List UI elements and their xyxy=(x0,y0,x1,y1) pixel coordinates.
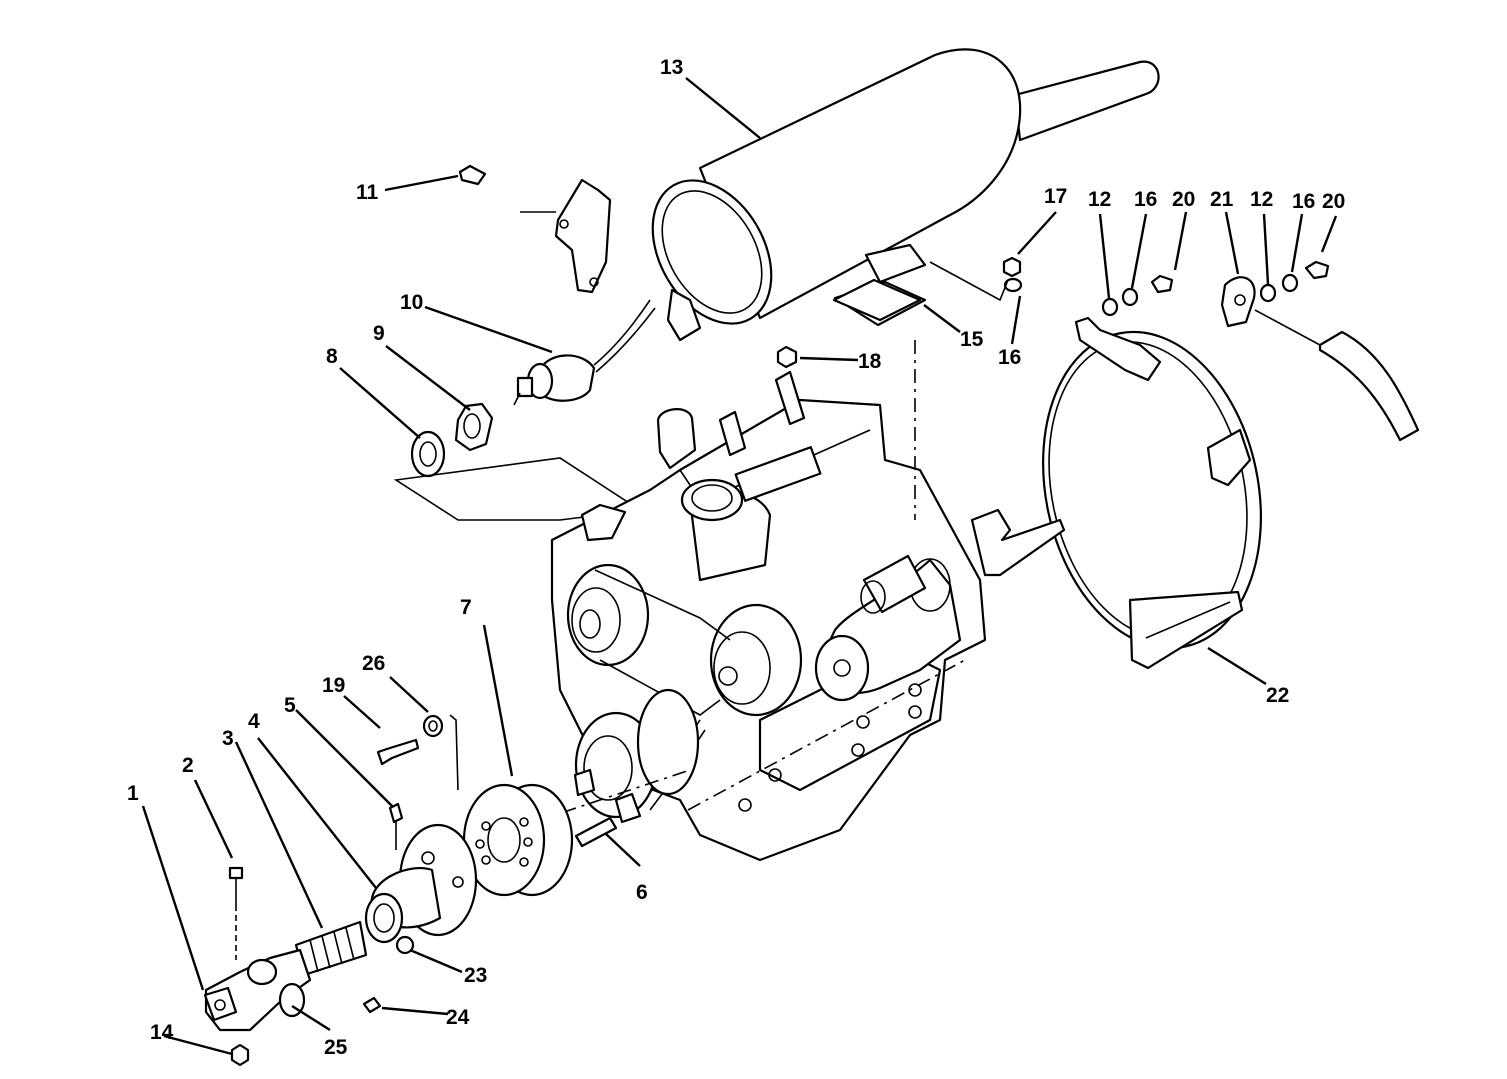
callout-20a: 20 xyxy=(1172,188,1195,211)
callout-23: 23 xyxy=(464,964,487,987)
callout-16c: 16 xyxy=(1292,190,1315,213)
leader-lines xyxy=(141,77,1338,1056)
muffler-bracket xyxy=(520,178,612,294)
callout-1: 1 xyxy=(127,782,139,805)
callout-19: 19 xyxy=(322,674,345,697)
washer-8 xyxy=(410,430,446,478)
callout-9: 9 xyxy=(373,322,385,345)
callout-16a: 16 xyxy=(1134,188,1157,211)
clamp-21 xyxy=(1220,276,1256,328)
callout-15: 15 xyxy=(960,328,984,351)
callout-16b: 16 xyxy=(998,346,1021,369)
pulley-upper xyxy=(566,563,803,717)
bracket-left-22 xyxy=(970,508,1066,577)
callout-4: 4 xyxy=(248,710,260,733)
callout-14: 14 xyxy=(150,1021,174,1044)
callout-17: 17 xyxy=(1044,185,1067,208)
callout-10: 10 xyxy=(400,291,423,314)
callout-26: 26 xyxy=(362,652,385,675)
lockwashers-12-16 xyxy=(1101,273,1299,317)
nut-14 xyxy=(230,1043,250,1067)
starter xyxy=(860,554,927,614)
screw-5 xyxy=(388,802,404,850)
callout-11: 11 xyxy=(356,181,379,204)
centerline-bracket-22 xyxy=(687,659,966,811)
setscrew-24 xyxy=(362,996,382,1014)
nut-17 xyxy=(1002,256,1022,278)
bolt-19 xyxy=(376,738,420,766)
flange-4 xyxy=(364,823,478,944)
callout-3: 3 xyxy=(222,727,234,750)
bolt-2 xyxy=(228,866,244,960)
callout-18: 18 xyxy=(858,350,882,373)
hex-nut-9 xyxy=(454,402,494,452)
screws-20 xyxy=(1150,260,1330,294)
bolt-11 xyxy=(458,164,487,186)
clamp-ring xyxy=(1042,316,1262,670)
callout-13: 13 xyxy=(660,56,683,79)
callout-20b: 20 xyxy=(1322,190,1345,213)
coupling-disc-7 xyxy=(462,783,574,897)
gasket-15 xyxy=(832,278,922,322)
exhaust-stud-line xyxy=(929,261,1009,302)
callout-7: 7 xyxy=(460,596,472,619)
alternator xyxy=(814,558,962,702)
nut-18 xyxy=(776,345,798,369)
washer-26 xyxy=(422,714,459,791)
u-joint-1 xyxy=(203,948,312,1032)
key-6 xyxy=(574,816,618,848)
callout-6: 6 xyxy=(636,881,648,904)
callout-2: 2 xyxy=(182,754,194,777)
setscrew-23 xyxy=(395,935,415,955)
callout-5: 5 xyxy=(284,694,296,717)
callout-22: 22 xyxy=(1266,684,1289,707)
callout-25: 25 xyxy=(324,1036,348,1059)
flywheel-hub xyxy=(573,688,700,824)
lockwasher-16a xyxy=(1003,277,1023,293)
callout-24: 24 xyxy=(446,1006,470,1029)
sensor-10 xyxy=(513,299,656,406)
hose-21 xyxy=(1254,309,1420,442)
callout-21: 21 xyxy=(1210,188,1234,211)
callout-8: 8 xyxy=(326,345,338,368)
callout-12b: 12 xyxy=(1250,188,1273,211)
callout-labels: 1 2 3 4 5 6 7 8 9 10 11 12 12 13 14 15 1… xyxy=(127,56,1345,1059)
callout-12a: 12 xyxy=(1088,188,1111,211)
